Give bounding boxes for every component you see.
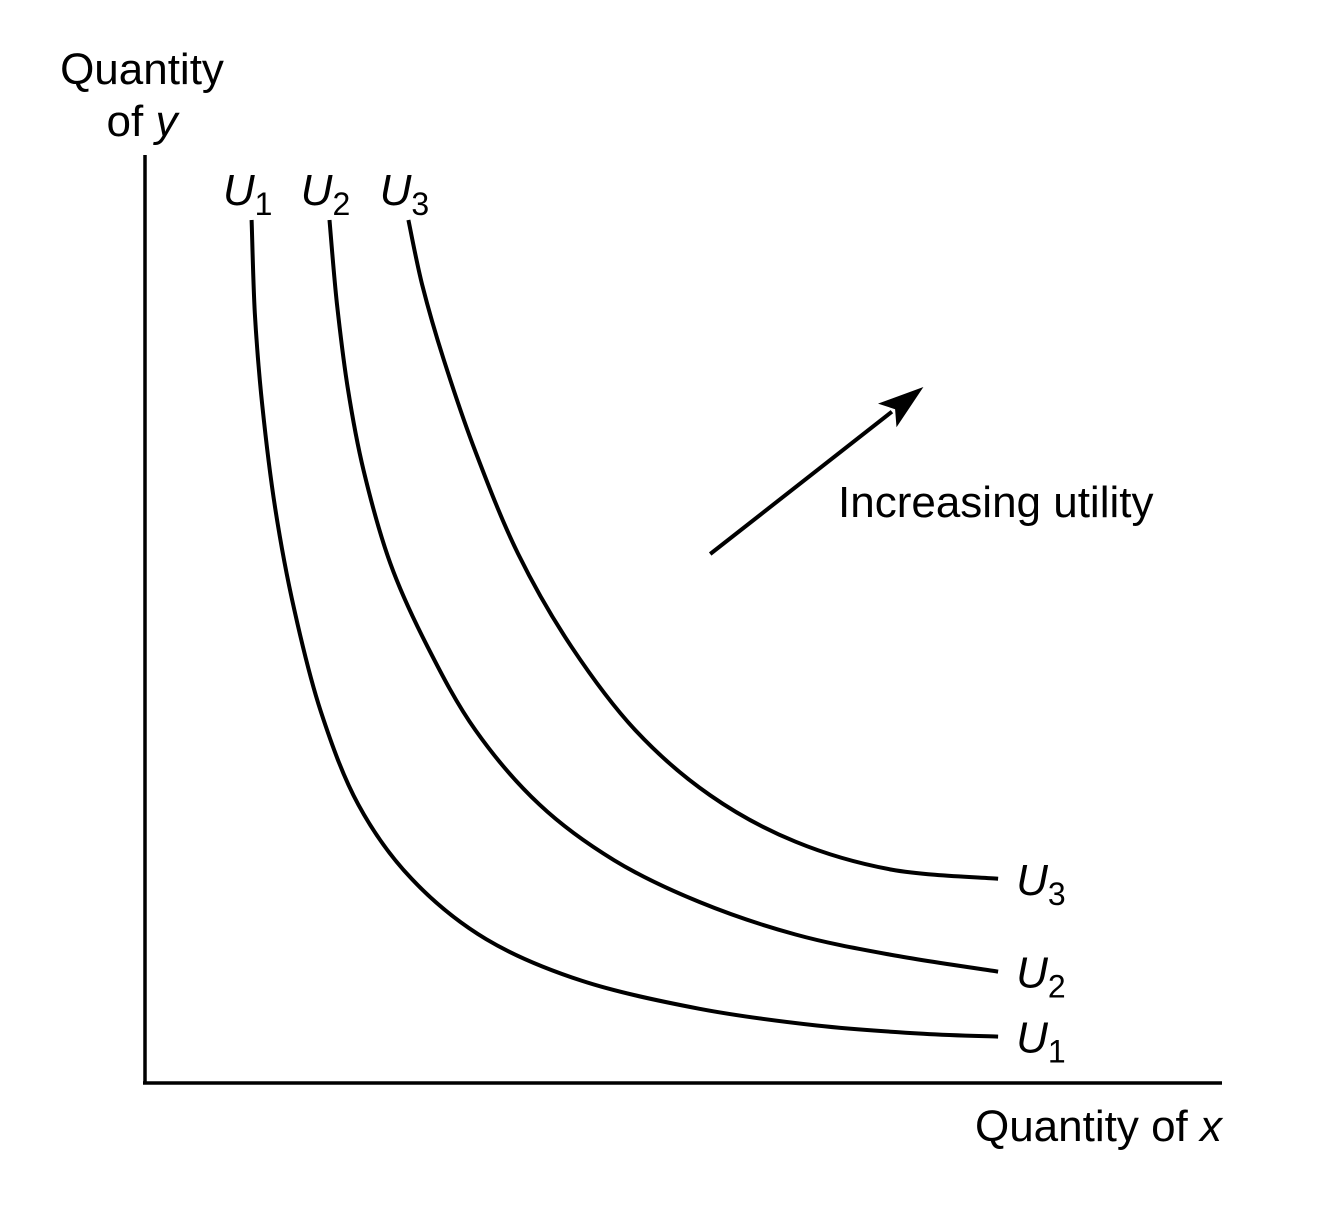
increasing-utility-annotation: Increasing utility xyxy=(708,387,1153,556)
utility-arrow-head xyxy=(878,387,924,428)
y-axis-title-prefix: of xyxy=(107,97,156,146)
axes xyxy=(143,155,1222,1085)
curve-u2-label-end: U2 xyxy=(1016,949,1066,1005)
y-axis-title-variable: y xyxy=(152,97,180,146)
curve-u3-label-end-subscript: 3 xyxy=(1048,876,1066,912)
x-axis-title-variable: x xyxy=(1198,1102,1224,1151)
curve-u3-label-end-letter: U xyxy=(1016,856,1048,905)
curve-u3-label-end: U3 xyxy=(1016,856,1066,912)
indifference-curves xyxy=(249,219,999,1039)
y-axis-title-line2: of y xyxy=(107,97,181,146)
curve-u2 xyxy=(327,219,999,974)
curve-u1-label-top-subscript: 1 xyxy=(255,186,273,222)
curve-u2-label-top: U2 xyxy=(301,166,351,222)
x-axis-title: Quantity of x xyxy=(975,1102,1224,1151)
curve-u2-label-end-letter: U xyxy=(1016,949,1048,998)
curve-u1-label-top-letter: U xyxy=(223,166,255,215)
curve-u1-label-end: U1 xyxy=(1016,1014,1066,1070)
curve-u3-label-top-letter: U xyxy=(380,166,412,215)
curve-u2-label-top-letter: U xyxy=(301,166,333,215)
curve-u1-label-end-subscript: 1 xyxy=(1048,1034,1066,1070)
curve-u2-label-end-subscript: 2 xyxy=(1048,969,1066,1005)
curve-u3-label-top-subscript: 3 xyxy=(411,186,429,222)
curve-u1-label-end-letter: U xyxy=(1016,1014,1048,1063)
curve-u3-label-top: U3 xyxy=(380,166,430,222)
y-axis-title-line1: Quantity xyxy=(60,45,224,94)
increasing-utility-label: Increasing utility xyxy=(838,478,1153,527)
curve-u3 xyxy=(406,219,999,881)
curve-u2-label-top-subscript: 2 xyxy=(332,186,350,222)
x-axis-title-prefix: Quantity of xyxy=(975,1102,1200,1151)
curve-u1 xyxy=(249,219,999,1039)
curve-u1-label-top: U1 xyxy=(223,166,273,222)
utility-arrow-shaft xyxy=(708,410,894,556)
